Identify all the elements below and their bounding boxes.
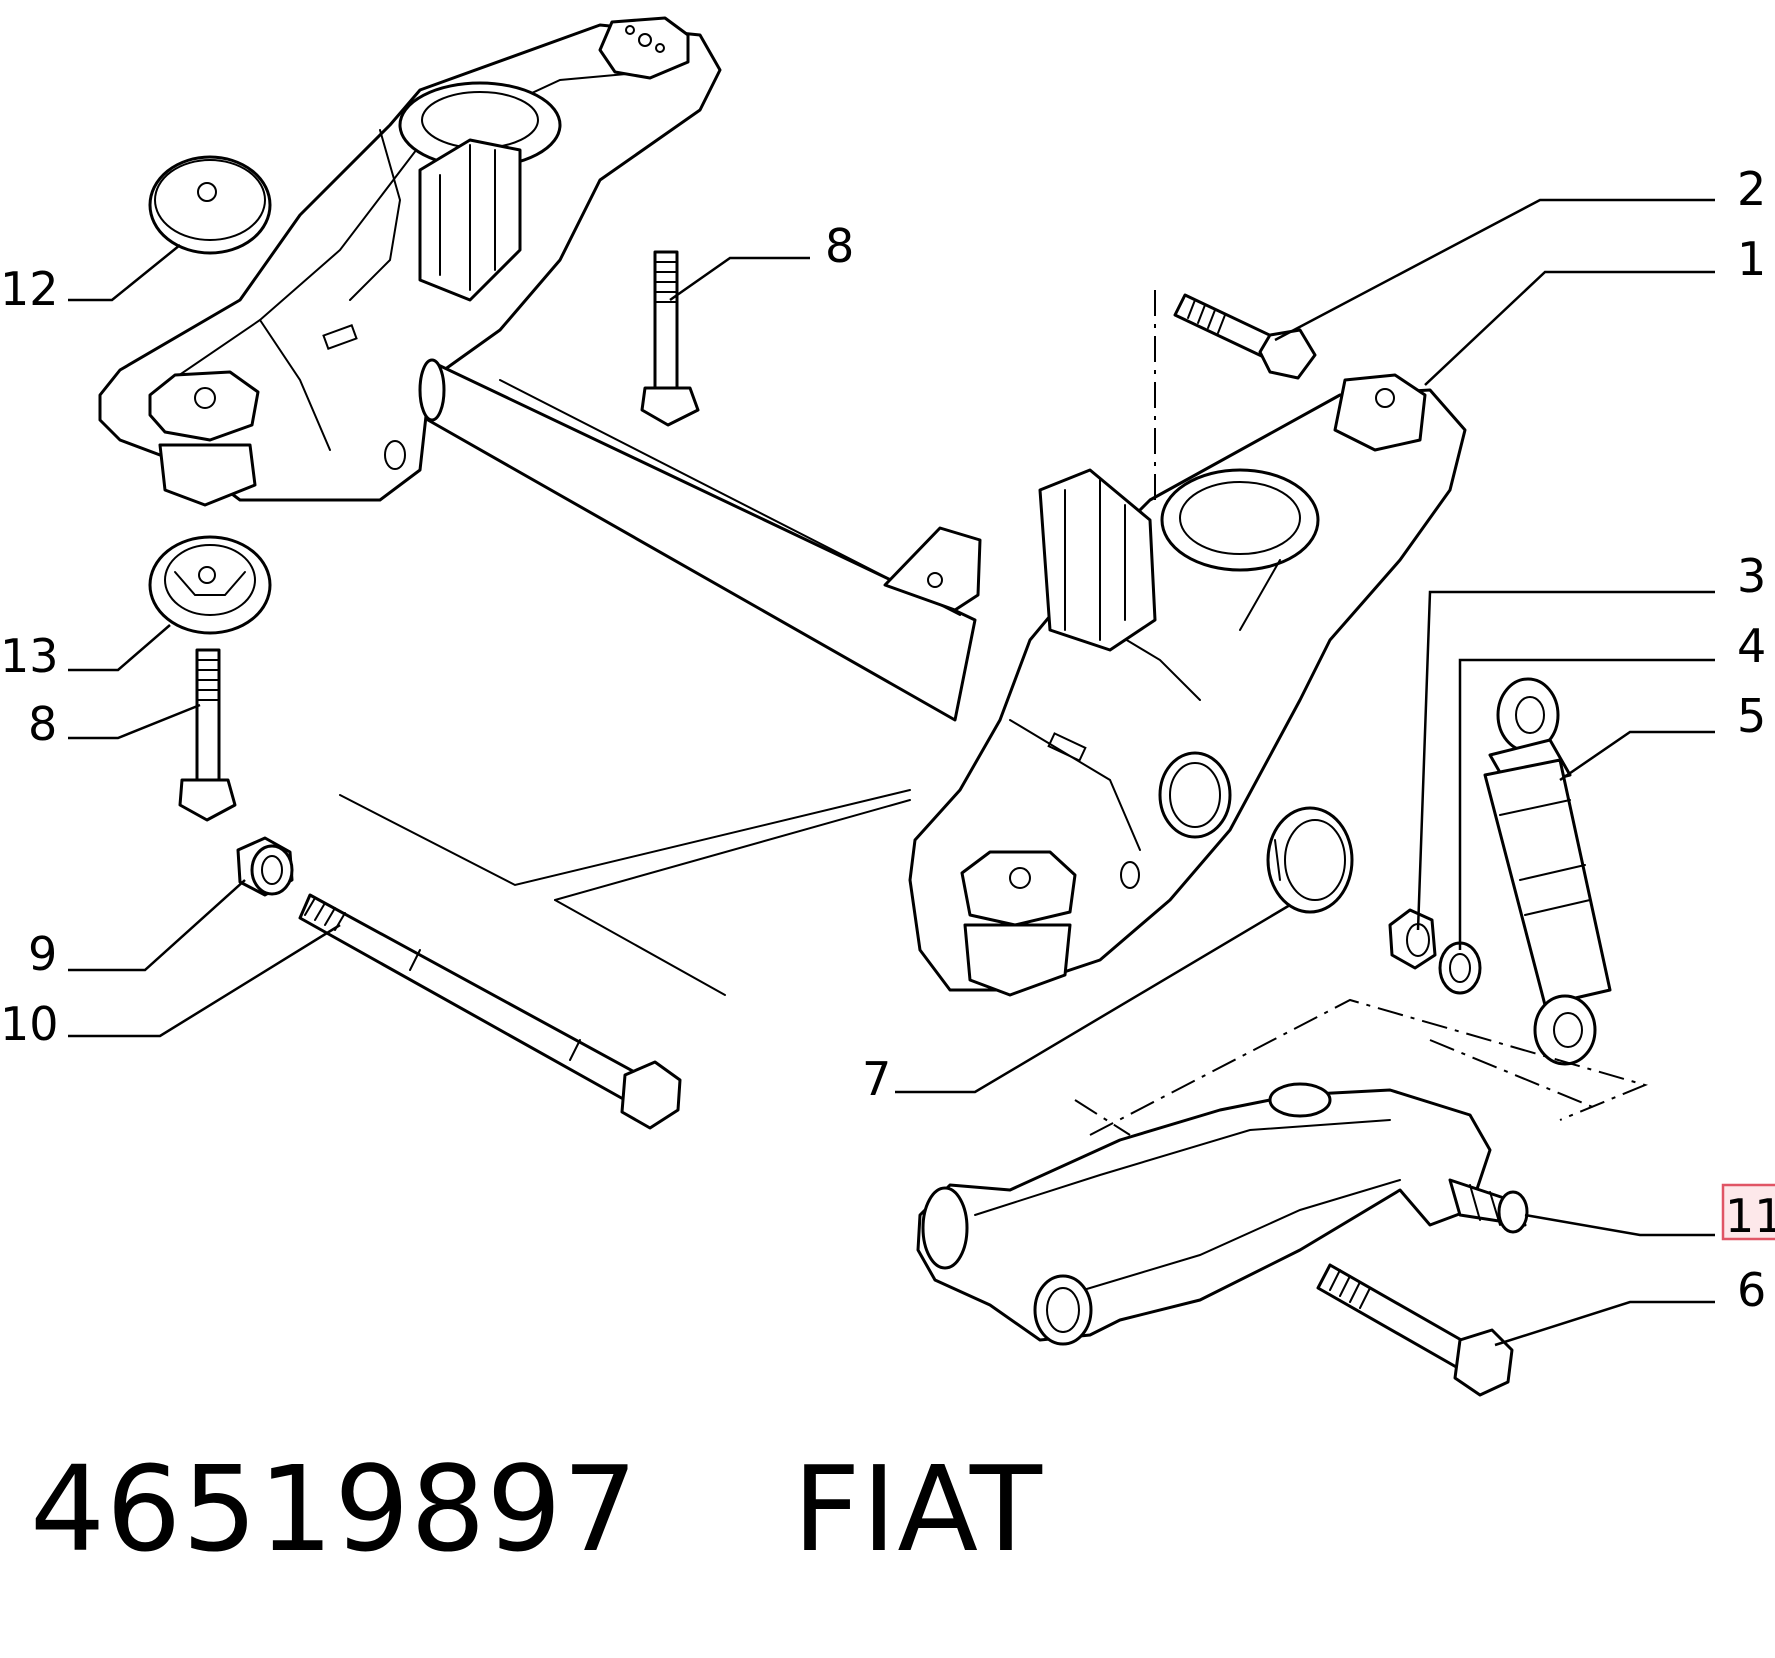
bolt-8-left [178, 648, 237, 822]
footer-caption: 46519897 FIAT [30, 1440, 1043, 1578]
washer-13 [148, 535, 272, 635]
shock-absorber-5 [1483, 677, 1612, 1066]
washer-4 [1438, 941, 1482, 995]
brand-name: FIAT [792, 1440, 1043, 1578]
bushing-7 [1266, 806, 1354, 914]
trailing-arm-11 [916, 1082, 1529, 1346]
bolt-6 [1316, 1263, 1514, 1397]
callout-13: 13 [0, 629, 59, 683]
callout-3: 3 [1737, 549, 1766, 603]
nut-9 [236, 836, 294, 897]
callout-labels: 2 1 3 4 5 11 6 7 8 12 13 8 9 10 [0, 162, 1775, 1317]
callout-11-highlight [1721, 1183, 1775, 1241]
construction-lines [339, 290, 1649, 1136]
bolt-8-top [640, 250, 700, 427]
bolt-10 [298, 893, 682, 1130]
callout-8-left: 8 [28, 697, 57, 751]
leader-lines [68, 198, 1715, 1347]
callout-12: 12 [0, 262, 59, 316]
nut-3 [1388, 908, 1437, 970]
crossmember-tube [426, 360, 977, 722]
callout-7: 7 [862, 1052, 891, 1106]
callout-5: 5 [1737, 689, 1766, 743]
part-number: 46519897 [30, 1440, 639, 1578]
washer-12 [148, 155, 272, 255]
callout-8-top: 8 [825, 219, 854, 273]
bolt-2 [1173, 293, 1317, 380]
callout-10: 10 [0, 997, 59, 1051]
callout-2: 2 [1737, 162, 1766, 216]
callout-6: 6 [1737, 1263, 1766, 1317]
callout-11: 11 [1725, 1189, 1775, 1243]
callout-1: 1 [1737, 232, 1766, 286]
crossmember [98, 16, 1467, 997]
callout-4: 4 [1737, 619, 1766, 673]
callout-9: 9 [28, 927, 57, 981]
